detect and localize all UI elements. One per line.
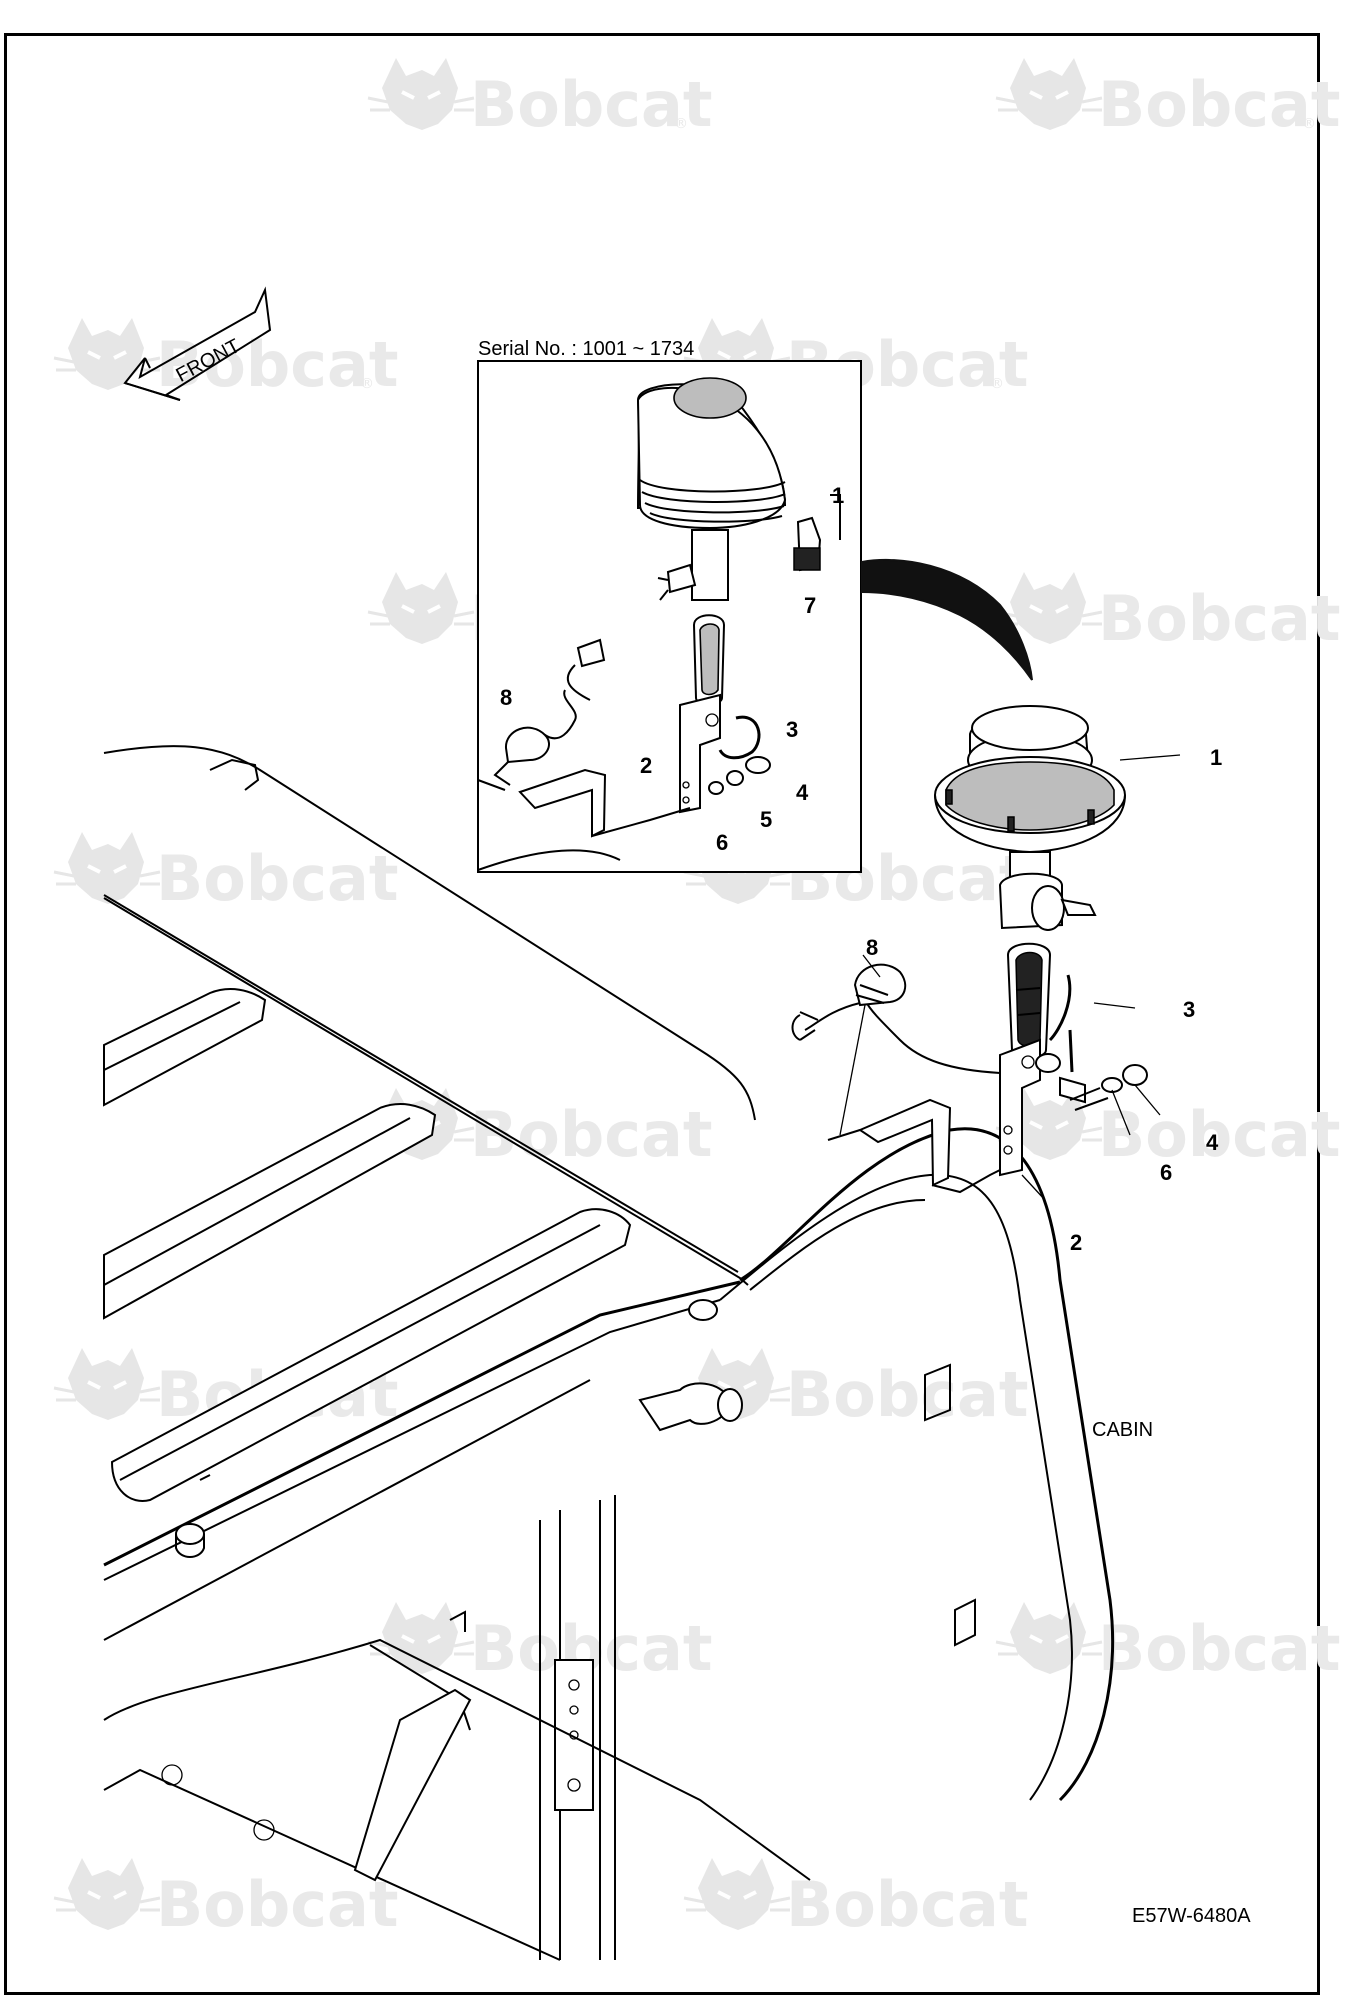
main-callout-3: 3: [1183, 997, 1195, 1022]
main-callout-6: 6: [1160, 1160, 1172, 1185]
main-callout-1: 1: [1210, 745, 1222, 770]
diagram-frame: [4, 33, 1320, 1995]
inset-callout-6: 6: [716, 830, 728, 855]
main-callout-8: 8: [866, 935, 878, 960]
watermark-registered-mark: ®: [360, 376, 374, 392]
main-callout-4: 4: [1206, 1130, 1219, 1155]
watermark-registered-mark: ®: [674, 116, 688, 132]
watermark-text: Bobcat: [1098, 1098, 1340, 1171]
inset-callout-1: 1: [832, 483, 844, 508]
inset-callout-3: 3: [786, 717, 798, 742]
figure-code: E57W-6480A: [1132, 1905, 1251, 1927]
watermark-registered-mark: ®: [990, 376, 1004, 392]
main-beacon-assembly: [791, 705, 1181, 1201]
watermark-text: Bobcat: [1098, 582, 1340, 655]
serial-inset-panel: Serial No. : 1001 ~ 1734: [477, 338, 1033, 873]
watermark-text: Bobcat: [1098, 68, 1340, 141]
inset-callout-4: 4: [796, 780, 809, 805]
callout-labels: 1 2 3 4 5 6 7 8 1 2 3 4 6 8 CABIN E57W-6…: [500, 483, 1251, 1927]
watermark-text: Bobcat: [156, 842, 398, 915]
main-callout-2: 2: [1070, 1230, 1082, 1255]
watermark-text: Bobcat: [786, 1868, 1028, 1941]
watermark-registered-mark: ®: [1302, 116, 1316, 132]
watermark-text: Bobcat: [156, 328, 398, 401]
inset-serial-title: Serial No. : 1001 ~ 1734: [478, 338, 694, 360]
cabin-label: CABIN: [1092, 1419, 1153, 1441]
inset-callout-7: 7: [804, 593, 816, 618]
inset-callout-5: 5: [760, 807, 772, 832]
watermark-text: Bobcat: [156, 1868, 398, 1941]
watermark-text: Bobcat: [470, 68, 712, 141]
watermark-text: Bobcat: [786, 1358, 1028, 1431]
inset-callout-8: 8: [500, 685, 512, 710]
inset-callout-2: 2: [640, 753, 652, 778]
watermark-text: Bobcat: [1098, 1612, 1340, 1685]
watermark-text: Bobcat: [470, 1098, 712, 1171]
cabin-roof-drawing: [103, 745, 1114, 1961]
